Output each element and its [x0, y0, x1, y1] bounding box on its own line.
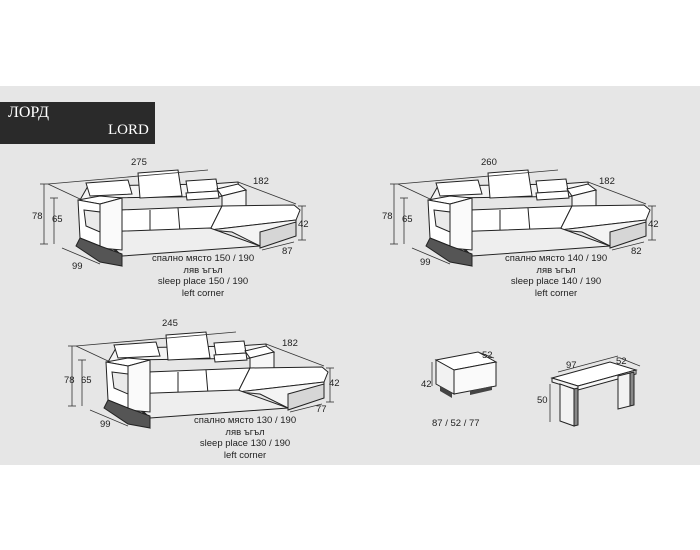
- pouf-drawing: [431, 351, 498, 398]
- table-drawing: [549, 355, 641, 427]
- chaise-depth-label: 182: [282, 338, 298, 349]
- table-depth-label: 52: [616, 356, 627, 367]
- sofa-275-caption: спално място 150 / 190 ляв ъгъл sleep pl…: [152, 253, 254, 299]
- height-label: 78: [64, 375, 75, 386]
- width-label: 275: [131, 157, 147, 168]
- sofa-245-caption: спално място 130 / 190 ляв ъгъл sleep pl…: [194, 415, 296, 461]
- depth-label: 99: [420, 257, 431, 268]
- pouf-depth-label: 52: [482, 350, 493, 361]
- sleep-place-en: sleep place 140 / 190: [510, 276, 602, 287]
- chaise-depth-label: 182: [599, 176, 615, 187]
- sofa-260-caption: спално място 140 / 190 ляв ъгъл sleep pl…: [505, 253, 607, 299]
- chaise-depth-label: 182: [253, 176, 269, 187]
- corner-bg: ляв ъгъл: [183, 264, 223, 276]
- corner-bg: ляв ъгъл: [225, 426, 265, 438]
- chaise-width-label: 77: [316, 404, 327, 415]
- title-box: ЛОРД LORD: [0, 102, 155, 144]
- sleep-place-bg: спално място 150 / 190: [152, 253, 255, 264]
- sleep-place-bg: спално място 140 / 190: [505, 253, 608, 264]
- height-label: 78: [32, 211, 43, 222]
- seat-height-label: 42: [298, 219, 309, 230]
- pouf-dims-label: 87 / 52 / 77: [432, 418, 480, 429]
- arm-height-label: 65: [81, 375, 92, 386]
- corner-bg: ляв ъгъл: [536, 264, 576, 276]
- width-label: 245: [162, 318, 178, 329]
- arm-height-label: 65: [52, 214, 63, 225]
- sleep-place-en: sleep place 130 / 190: [199, 438, 291, 449]
- seat-height-label: 42: [329, 378, 340, 389]
- corner-en: left corner: [181, 287, 225, 299]
- depth-label: 99: [72, 261, 83, 272]
- depth-label: 99: [100, 419, 111, 430]
- table-height-label: 50: [537, 395, 548, 406]
- chaise-width-label: 87: [282, 246, 293, 257]
- title-en: LORD: [108, 122, 149, 138]
- title-bg: ЛОРД: [8, 104, 50, 121]
- seat-height-label: 42: [648, 219, 659, 230]
- sleep-place-en: sleep place 150 / 190: [157, 276, 249, 287]
- sofa-260: [389, 169, 657, 267]
- arm-height-label: 65: [402, 214, 413, 225]
- sleep-place-bg: спално място 130 / 190: [194, 415, 297, 426]
- height-label: 78: [382, 211, 393, 222]
- table-width-label: 97: [566, 360, 577, 371]
- chaise-width-label: 82: [631, 246, 642, 257]
- pouf-height-label: 42: [421, 379, 432, 390]
- corner-en: left corner: [534, 287, 578, 299]
- corner-en: left corner: [223, 449, 267, 461]
- width-label: 260: [481, 157, 497, 168]
